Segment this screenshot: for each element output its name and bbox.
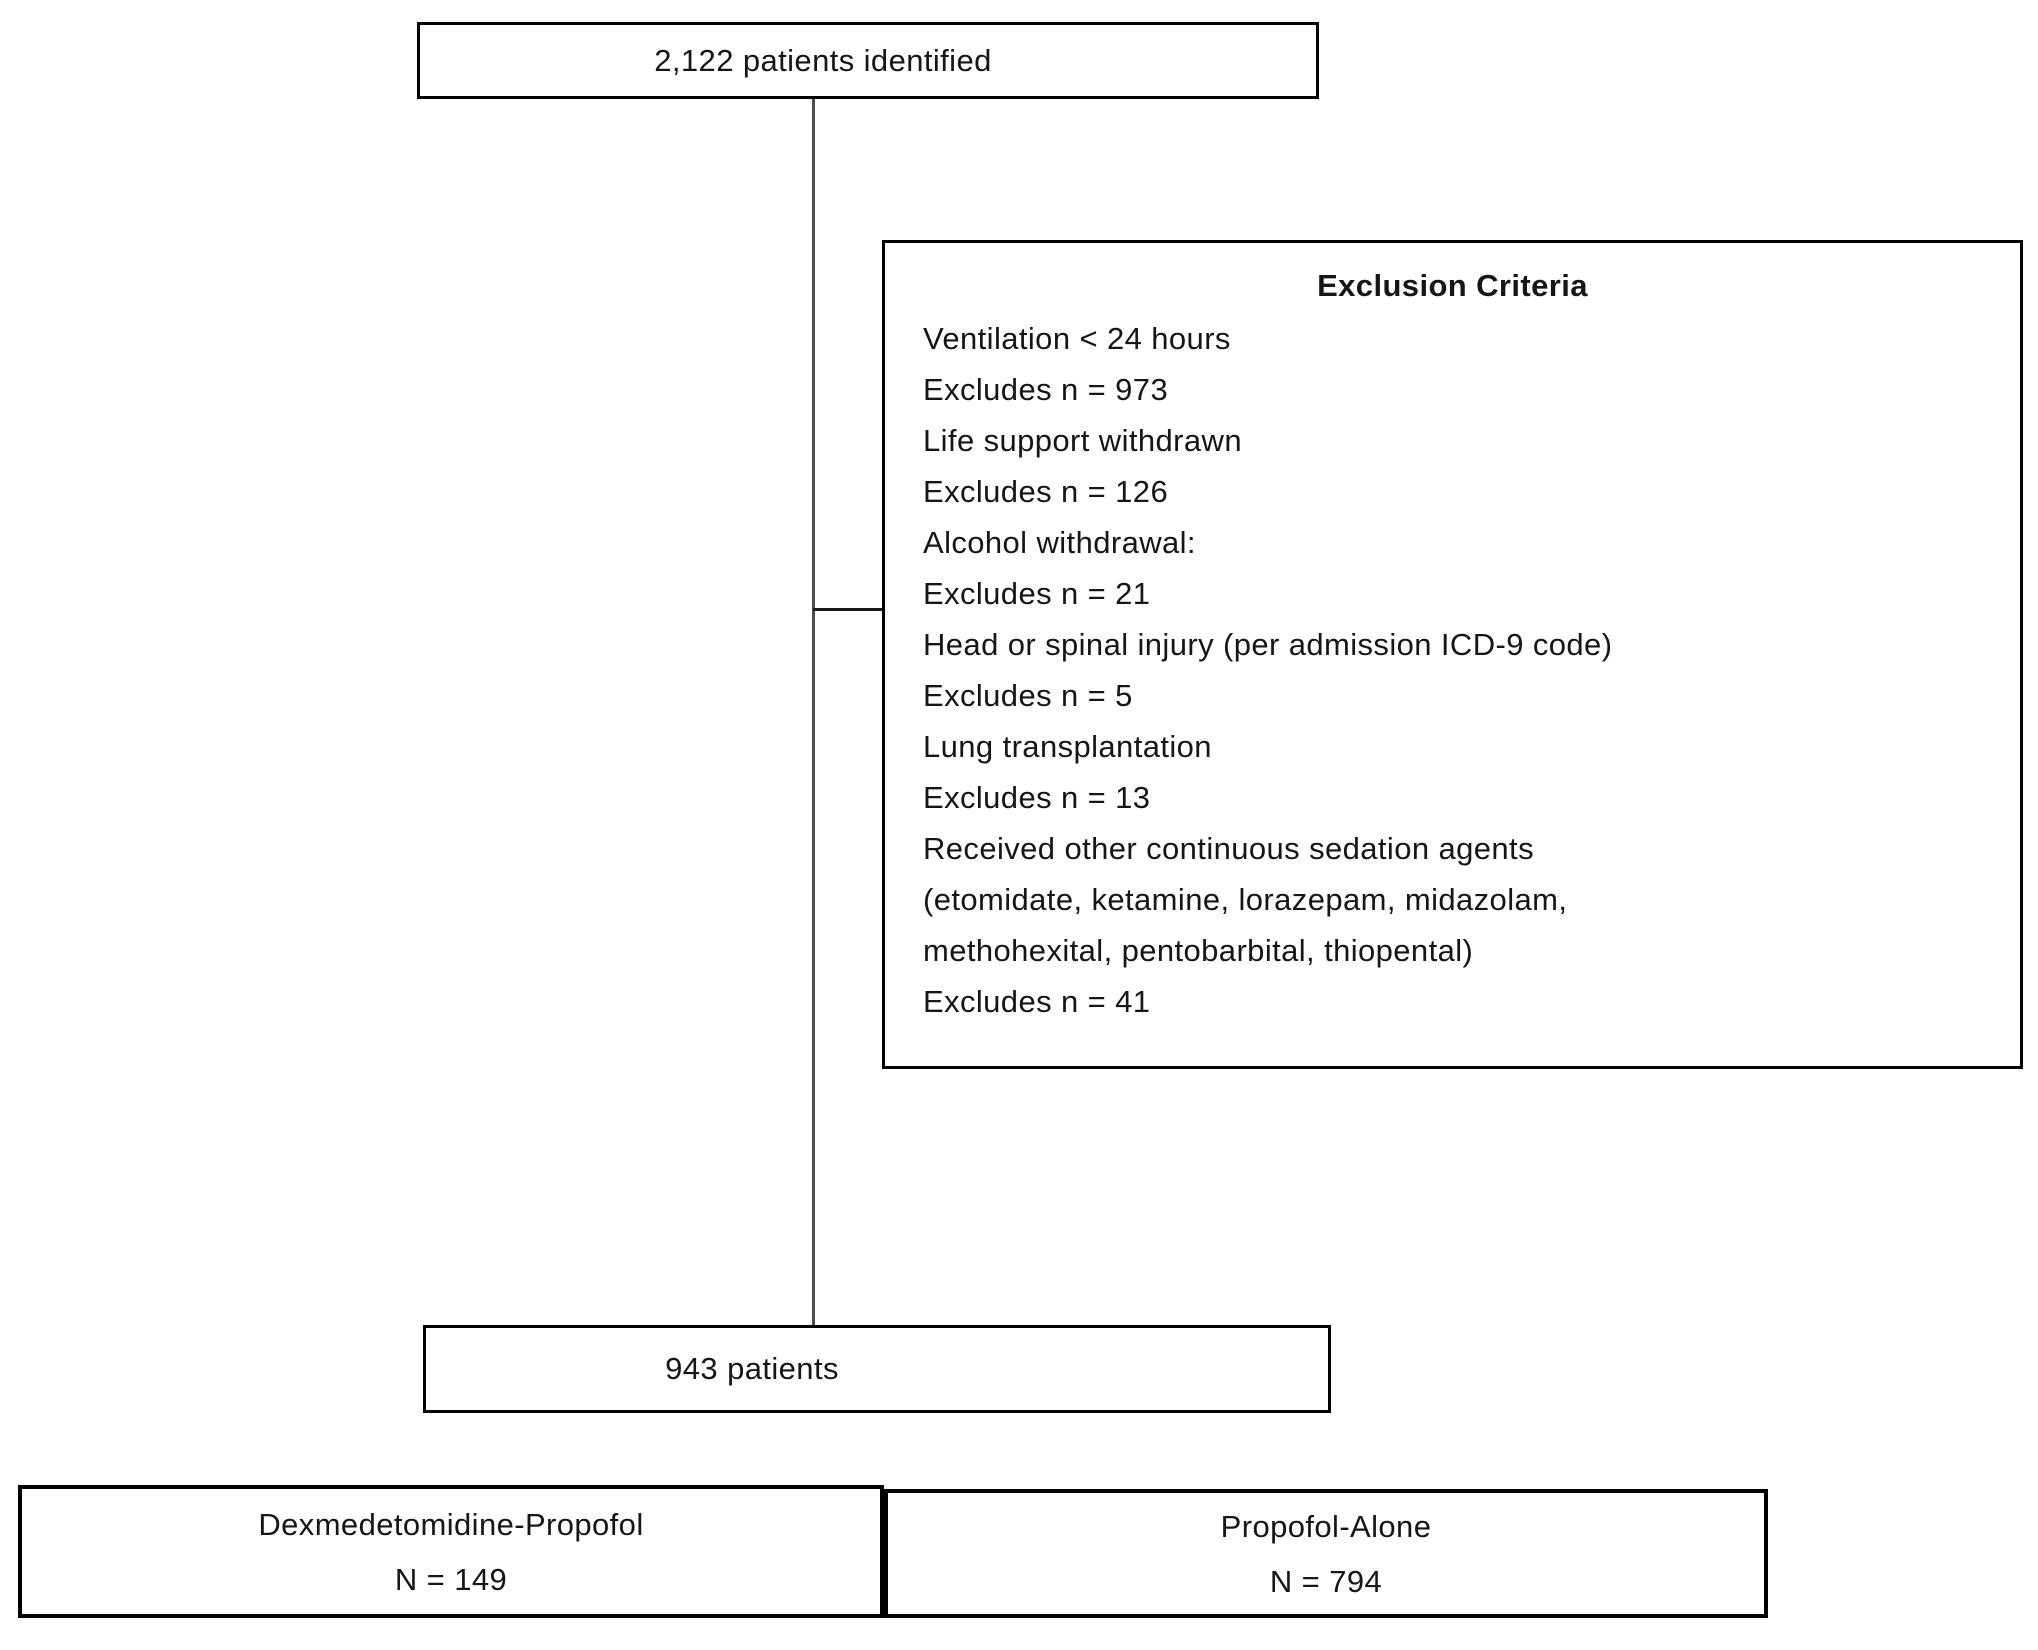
exclusion-line: Excludes n = 126 xyxy=(923,474,1169,509)
dexmedetomidine-propofol-group-box: Dexmedetomidine-Propofol N = 149 xyxy=(18,1485,884,1618)
exclusion-line: (etomidate, ketamine, lorazepam, midazol… xyxy=(923,882,1568,917)
exclusion-line: Ventilation < 24 hours xyxy=(923,321,1231,356)
exclusion-line: Excludes n = 13 xyxy=(923,780,1151,815)
dexmedetomidine-propofol-group-count: N = 149 xyxy=(394,1561,508,1597)
exclusion-line: Excludes n = 41 xyxy=(923,984,1151,1019)
exclusion-connector-horizontal-line xyxy=(813,608,883,611)
exclusion-line: Head or spinal injury (per admission ICD… xyxy=(923,627,1613,662)
propofol-alone-group-label: Propofol-Alone xyxy=(1220,1508,1432,1544)
flow-connector-vertical-line xyxy=(812,99,815,1325)
exclusion-criteria-title: Exclusion Criteria xyxy=(1317,268,1588,303)
exclusion-line: Life support withdrawn xyxy=(923,423,1242,458)
dexmedetomidine-propofol-group-label: Dexmedetomidine-Propofol xyxy=(258,1506,644,1542)
propofol-alone-group-count: N = 794 xyxy=(1269,1563,1383,1599)
exclusion-line: Excludes n = 21 xyxy=(923,576,1151,611)
exclusion-line: Received other continuous sedation agent… xyxy=(923,831,1534,866)
included-patients-box: 943 patients xyxy=(423,1325,1331,1413)
identified-patients-label: 2,122 patients identified xyxy=(654,42,992,78)
exclusion-line: Excludes n = 973 xyxy=(923,372,1169,407)
exclusion-line: Excludes n = 5 xyxy=(923,678,1133,713)
included-patients-label: 943 patients xyxy=(665,1351,839,1386)
identified-patients-box: 2,122 patients identified xyxy=(417,22,1319,99)
exclusion-line: Alcohol withdrawal: xyxy=(923,525,1196,560)
exclusion-criteria-box: Exclusion Criteria Ventilation < 24 hour… xyxy=(882,240,2023,1069)
exclusion-line: Lung transplantation xyxy=(923,729,1212,764)
propofol-alone-group-box: Propofol-Alone N = 794 xyxy=(884,1489,1768,1618)
exclusion-line: methohexital, pentobarbital, thiopental) xyxy=(923,933,1474,968)
